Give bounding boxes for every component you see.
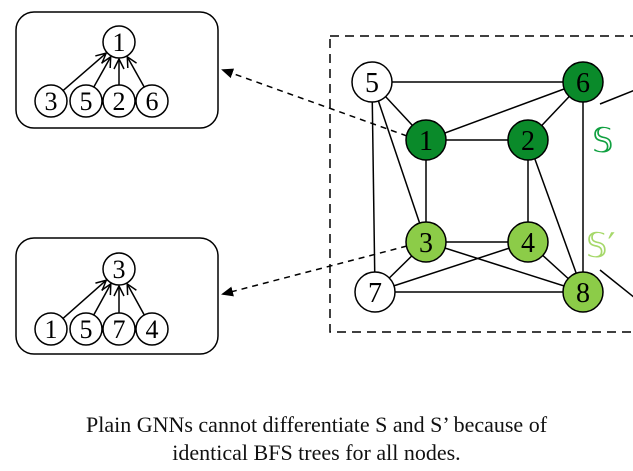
tree-child-circle xyxy=(34,84,68,118)
tree-root-circle xyxy=(102,252,136,286)
graph-node-2 xyxy=(507,119,549,161)
tree-root-label: 3 xyxy=(113,255,126,284)
tree-child-circle xyxy=(69,84,103,118)
graph-node-label: 5 xyxy=(365,68,379,99)
tree-child-circle xyxy=(102,84,136,118)
tree-child-label: 2 xyxy=(113,87,126,116)
tree-root-circle xyxy=(102,25,136,59)
tree-child-label: 5 xyxy=(80,315,93,344)
pointer-arrow-node3 xyxy=(221,245,408,297)
tree-child-label: 7 xyxy=(113,315,126,344)
graph-edge xyxy=(371,81,427,243)
graph-edges xyxy=(371,81,633,298)
graph-frame xyxy=(329,35,633,333)
tree-child-label: 5 xyxy=(80,87,93,116)
graph-edge-offframe xyxy=(599,269,633,298)
graph-edge xyxy=(425,241,584,293)
tree-edge xyxy=(93,284,111,316)
graph-edge-offframe xyxy=(599,89,633,105)
tree-child-circle xyxy=(135,84,169,118)
graph-node-label: 8 xyxy=(576,278,590,309)
graph-node-1 xyxy=(405,119,447,161)
tree-edge xyxy=(62,280,106,319)
set-label-S: 𝕊 xyxy=(592,121,614,161)
graph-node-8 xyxy=(562,271,604,313)
set-label-S-prime: 𝕊′ xyxy=(586,226,615,266)
caption-line-2: identical BFS trees for all nodes. xyxy=(172,440,461,465)
graph-edge xyxy=(374,241,529,293)
graph-node-label: 6 xyxy=(576,68,590,99)
graph-node-3 xyxy=(405,221,447,263)
graph-node-4 xyxy=(507,221,549,263)
tree-root-label: 1 xyxy=(113,28,126,57)
graph-nodes: 5 6 1 2 3 4 7 8 xyxy=(351,61,604,313)
graph-edge xyxy=(527,139,584,293)
graph-node-label: 3 xyxy=(419,228,433,259)
graph-node-7 xyxy=(354,271,396,313)
pointer-arrows xyxy=(221,68,408,297)
graph-node-5 xyxy=(351,61,393,103)
tree-child-circle xyxy=(102,312,136,346)
graph-node-label: 4 xyxy=(521,228,535,259)
graph-node-label: 2 xyxy=(521,126,535,157)
tree-child-label: 4 xyxy=(146,315,159,344)
graph-edge xyxy=(371,81,376,293)
tree-edge xyxy=(127,57,145,88)
tree-edge xyxy=(93,57,111,88)
graph-node-label: 7 xyxy=(368,278,382,309)
tree-edge xyxy=(127,284,145,316)
tree-child-label: 3 xyxy=(45,87,58,116)
tree-child-circle xyxy=(69,312,103,346)
caption-line-1: Plain GNNs cannot differentiate S and S’… xyxy=(85,412,548,437)
tree-child-label: 6 xyxy=(146,87,159,116)
graph-edge xyxy=(425,81,584,141)
tree-edge xyxy=(62,53,106,92)
graph-node-6 xyxy=(562,61,604,103)
tree-child-label: 1 xyxy=(45,315,58,344)
tree-child-circle xyxy=(34,312,68,346)
tree-child-circle xyxy=(135,312,169,346)
graph-node-label: 1 xyxy=(419,126,433,157)
